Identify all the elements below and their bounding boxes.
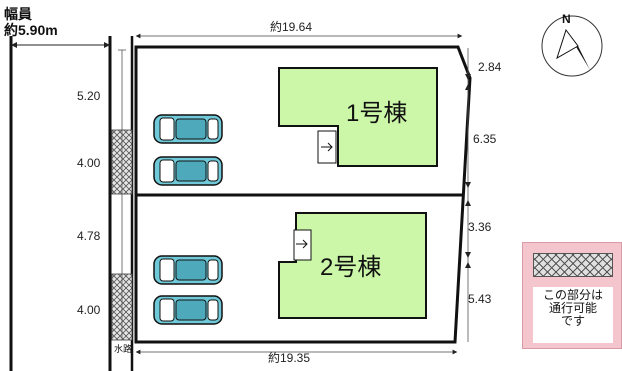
building-1-name: 1号棟 bbox=[346, 100, 408, 127]
road-width-label: 幅員 約5.90m bbox=[4, 6, 58, 38]
building-2 bbox=[278, 212, 427, 319]
right-depth-label: 2.84 bbox=[478, 60, 502, 74]
building-2-entrance bbox=[293, 229, 312, 261]
bottom-frontage-label: 約19.35 bbox=[268, 351, 311, 365]
building-2-name: 2号棟 bbox=[320, 254, 382, 281]
left-depth-label: 5.20 bbox=[77, 89, 101, 103]
right-depth-label: 6.35 bbox=[473, 132, 497, 146]
top-frontage-label: 約19.64 bbox=[270, 20, 313, 34]
left-depth-label: 4.78 bbox=[77, 229, 101, 243]
waterway-label: 水路 bbox=[113, 344, 132, 354]
entrance-arrow-icon bbox=[296, 239, 308, 249]
entrance-arrow-icon bbox=[321, 142, 333, 152]
left-depth-label: 4.00 bbox=[77, 303, 101, 317]
car-icon bbox=[153, 255, 223, 285]
road-width-title: 幅員 bbox=[4, 6, 32, 22]
legend-hatch-swatch bbox=[533, 253, 613, 277]
compass-icon bbox=[541, 15, 603, 77]
right-depth-label: 3.36 bbox=[468, 220, 492, 234]
car-icon bbox=[153, 114, 223, 144]
car-icon bbox=[153, 295, 223, 325]
left-depth-label: 4.00 bbox=[77, 156, 101, 170]
legend-line: この部分は bbox=[542, 288, 603, 302]
legend-text: この部分は 通行可能 です bbox=[533, 287, 613, 343]
legend-line: です bbox=[560, 314, 585, 328]
building-1 bbox=[278, 67, 438, 167]
legend-line: 通行可能 bbox=[548, 301, 597, 315]
right-depth-label: 5.43 bbox=[468, 292, 492, 306]
car-icon bbox=[153, 156, 223, 186]
compass-north-label: N bbox=[562, 12, 571, 26]
legend-box: この部分は 通行可能 です bbox=[522, 242, 622, 349]
road-width-value: 約5.90m bbox=[4, 22, 58, 38]
